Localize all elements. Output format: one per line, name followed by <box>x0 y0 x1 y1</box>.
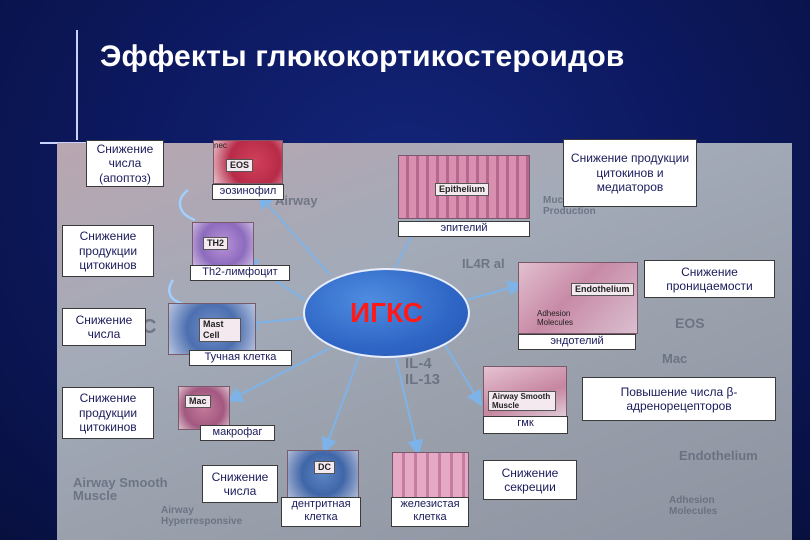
eos-tag: EOS <box>226 159 254 172</box>
arrow-to-dendritic <box>321 353 361 454</box>
smooth-muscle-tag: Airway Smooth Muscle <box>488 391 556 411</box>
bg-label-eos: EOS <box>675 315 705 331</box>
curved-arrow-eos <box>178 189 196 222</box>
th2-tag: TH2 <box>203 237 229 250</box>
effect-smooth-muscle: Повышение числа β-адренорецепторов <box>582 377 776 421</box>
mac-tag: Mac <box>185 395 211 408</box>
curved-arrow-th2 <box>168 279 189 307</box>
bg-label-airway: Airway <box>275 193 318 208</box>
arrow-to-smooth-muscle <box>444 344 483 407</box>
dendritic-image: DC <box>287 450 359 498</box>
th2-image: TH2 <box>192 222 254 266</box>
label-macrophage: макрофаг <box>200 425 275 441</box>
adhesion-tag: Adhesion Molecules <box>537 309 574 327</box>
effect-dendritic: Снижение числа <box>202 465 278 503</box>
bg-label-adhesion: Adhesion Molecules <box>669 495 718 517</box>
endothelium-tag: Endothelium <box>571 283 634 296</box>
endothelium-image: Endothelium Adhesion Molecules <box>518 262 638 334</box>
center-label: ИГКС <box>350 297 423 328</box>
dc-tag: DC <box>314 461 335 474</box>
bg-label-il13: IL-13 <box>405 371 441 388</box>
bg-label-airway-smooth-muscle: Airway Smooth Muscle <box>73 475 168 503</box>
effect-gland: Снижение секреции <box>483 460 577 500</box>
label-dendritic: дентритная клетка <box>281 497 361 527</box>
bg-label-il4: IL-4 <box>405 355 432 372</box>
label-epithelium: эпителий <box>398 221 530 237</box>
effect-mast: Снижение числа <box>62 308 146 346</box>
arrow-to-macrophage <box>226 347 331 402</box>
label-endothelium: эндотелий <box>518 334 636 350</box>
label-mast-cell: Тучная клетка <box>189 350 292 366</box>
macrophage-image: Mac <box>178 386 230 430</box>
bg-label-il4r: IL4R al <box>462 256 505 271</box>
effect-macrophage: Снижение продукции цитокинов <box>62 387 154 439</box>
mast-cell-image: Mast Cell <box>168 303 256 355</box>
slide-title: Эффекты глюкокортикостероидов <box>100 40 625 73</box>
nec-text: nec <box>214 141 227 150</box>
epithelium-tag: Epithelium <box>435 183 490 196</box>
bg-label-airway-hyper: Airway Hyperresponsive <box>161 505 243 527</box>
effect-endothelium: Снижение проницаемости <box>644 260 775 298</box>
arrow-to-eos <box>257 193 331 276</box>
vertical-accent-line <box>76 30 78 140</box>
label-eosinophil: эозинофил <box>212 184 284 200</box>
epithelium-image: Epithelium <box>398 155 530 219</box>
smooth-muscle-image: Airway Smooth Muscle <box>483 366 567 418</box>
eosinophil-image: nec EOS <box>213 140 283 184</box>
arrow-to-endothelium <box>465 280 524 301</box>
effect-eos-apoptosis: Снижение числа (апоптоз) <box>86 140 164 187</box>
label-th2: Th2-лимфоцит <box>190 265 290 281</box>
label-gland: железистая клетка <box>391 497 469 527</box>
bg-label-endothelium: Endothelium <box>679 448 758 463</box>
label-smooth-muscle: гмк <box>483 416 568 434</box>
effect-epithelium: Снижение продукции цитокинов и медиаторо… <box>563 139 697 207</box>
effect-th2: Снижение продукции цитокинов <box>62 225 154 277</box>
mast-tag: Mast Cell <box>199 318 241 342</box>
bg-label-mac: Mac <box>662 351 688 366</box>
bg-label-mucus: Mucus Production <box>543 195 596 217</box>
gland-image <box>392 452 469 499</box>
center-igks-oval: ИГКС <box>303 268 470 358</box>
arrow-to-gland <box>394 353 424 456</box>
